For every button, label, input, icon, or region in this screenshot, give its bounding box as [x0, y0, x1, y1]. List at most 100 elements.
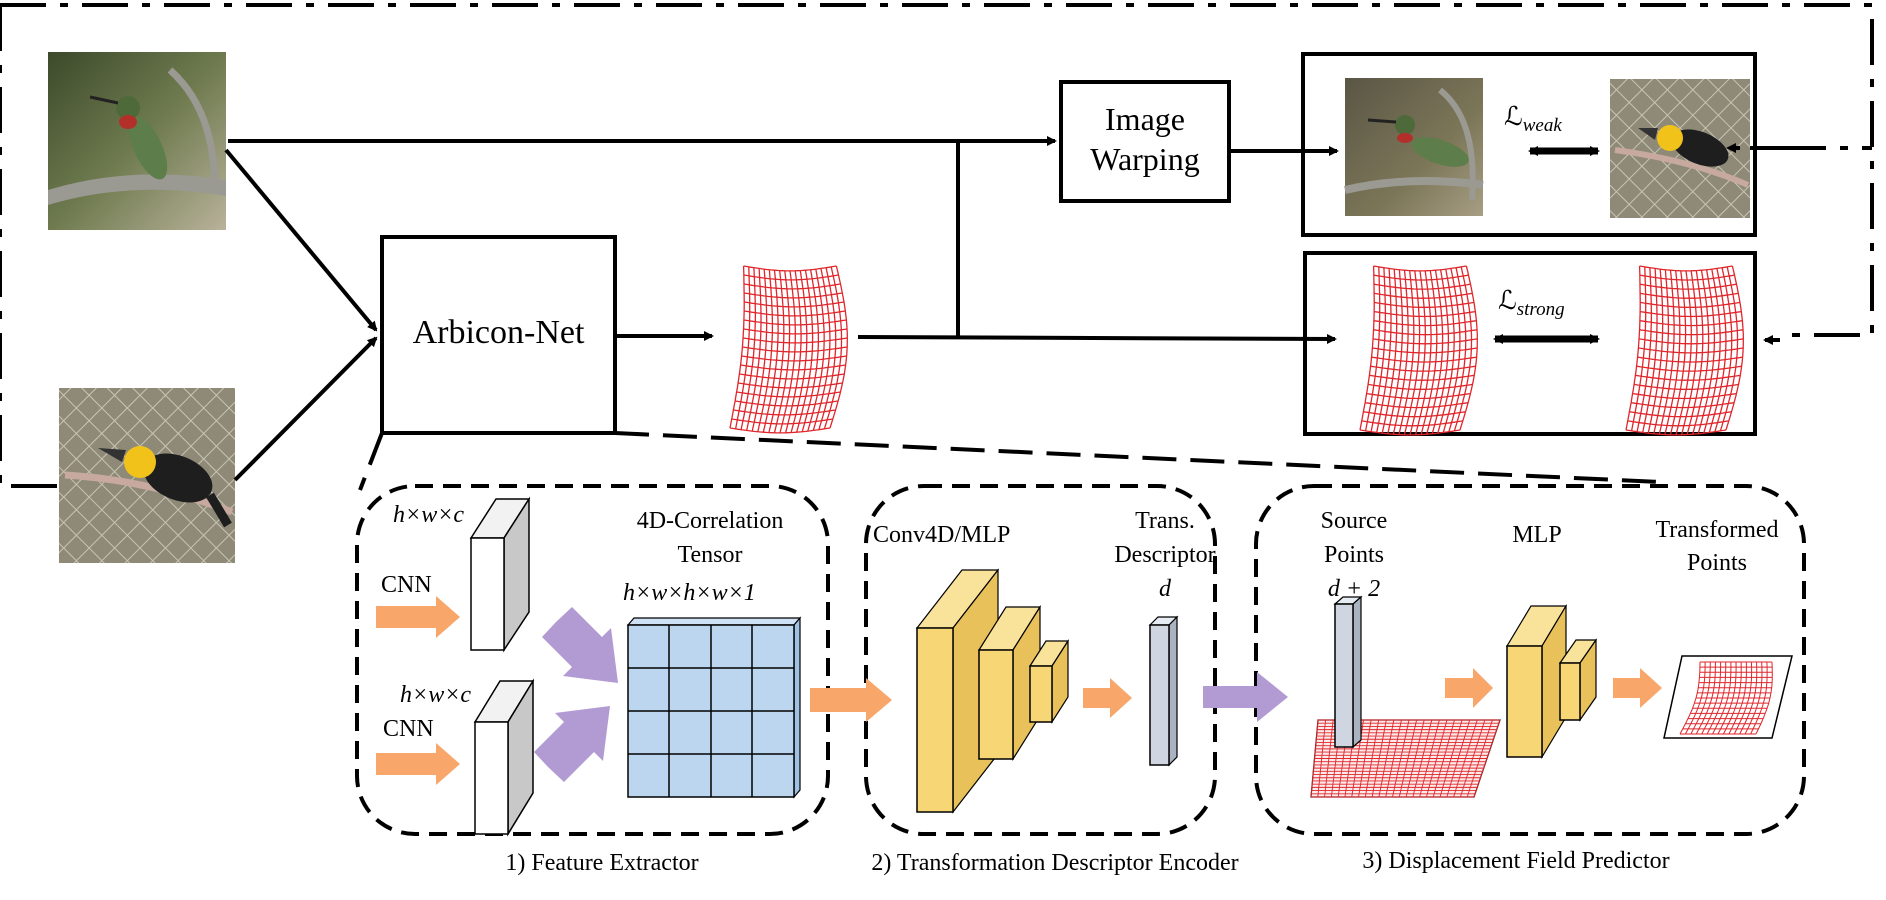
source-points-dims: d + 2 [1327, 576, 1381, 602]
source-points-line1: Source [1320, 508, 1388, 534]
image-warping-line1: Image [1105, 101, 1185, 137]
grid-line [1733, 661, 1753, 735]
arbicon-net-label: Arbicon-Net [412, 314, 585, 351]
dims-top-label: h×w×c [393, 502, 465, 528]
arbicon-net-box [380, 235, 617, 435]
transformed-points-label: Transformed Points [1655, 514, 1778, 580]
orange-arrow-source-to-mlp [1445, 668, 1493, 708]
conv4d-block-small [1028, 638, 1070, 725]
grid-line [1725, 265, 1744, 431]
grid-line [1631, 402, 1735, 409]
grid-line [1728, 661, 1747, 735]
grid-line [1473, 719, 1501, 798]
grid-line [1739, 661, 1758, 735]
grid-line [1459, 719, 1486, 798]
feedback-dash-dot-arrows [1726, 143, 1780, 345]
grid-line [1625, 429, 1727, 436]
trans-descriptor-line2: Descriptor [1114, 542, 1216, 568]
grid-line [1453, 266, 1473, 432]
transformed-points-plane [1663, 655, 1793, 739]
dims-bottom-label: h×w×c [400, 682, 472, 708]
trans-descriptor-bar [1148, 615, 1179, 767]
grid-line [731, 418, 833, 425]
descriptor-encoder-caption: 2) Transformation Descriptor Encoder [871, 850, 1239, 876]
orange-arrow-cnn-bottom [376, 743, 460, 785]
orange-arrow-mlp-to-transformed [1613, 668, 1662, 708]
source-image-hummingbird [48, 52, 226, 230]
tensor-title-line2: Tensor [677, 542, 743, 568]
grid-line [729, 265, 745, 429]
source-points-bar [1333, 595, 1363, 749]
deformation-grid-groundtruth [1625, 265, 1744, 436]
grid-line [1755, 661, 1773, 735]
grid-line [823, 266, 843, 430]
grid-line [1363, 411, 1466, 418]
conv4d-mlp-label: Conv4D/MLP [873, 522, 1011, 548]
grid-line [735, 400, 839, 407]
zoom-lines [358, 431, 1661, 491]
tensor-title: 4D-Correlation Tensor [637, 504, 784, 572]
loss-strong-label: ℒstrong [1498, 286, 1565, 321]
displacement-predictor-frame [1254, 484, 1806, 836]
correlation-tensor [626, 616, 802, 799]
image-warping-line2: Warping [1090, 141, 1200, 177]
source-points-label: Source Points d + 2 [1321, 504, 1388, 606]
grid-line [733, 409, 836, 416]
grid-line [729, 427, 831, 434]
feature-map-bottom [473, 678, 535, 837]
mlp-block-small [1558, 638, 1598, 722]
loss-strong-symbol: ℒ [1498, 286, 1517, 315]
orange-arrows [376, 596, 1662, 785]
conv4d-block-large [915, 568, 1000, 814]
orange-arrow-encoder-to-descriptor [1083, 678, 1132, 718]
grid-line [1722, 661, 1742, 735]
outer-frame [0, 3, 1874, 488]
image-warping-box [1059, 80, 1231, 203]
displacement-predictor-caption: 3) Displacement Field Predictor [1362, 848, 1670, 874]
feature-extractor-caption: 1) Feature Extractor [505, 850, 699, 876]
transformed-points-line1: Transformed [1655, 517, 1779, 543]
grid-line [818, 267, 837, 430]
grid-line [1361, 420, 1463, 427]
grid-line [1750, 661, 1768, 735]
grid-line [1359, 429, 1461, 436]
loss-weak-label: ℒweak [1504, 102, 1562, 137]
grid-line [1629, 411, 1732, 418]
grid-line [1453, 719, 1478, 798]
grid-line [1714, 267, 1733, 432]
grid-line [829, 265, 848, 429]
feature-extractor-frame [355, 484, 830, 836]
mlp-label: MLP [1512, 522, 1562, 548]
grid-line [1466, 719, 1493, 798]
source-points-line2: Points [1323, 542, 1385, 568]
target-image-toucan [59, 388, 235, 563]
tensor-dims-label: h×w×h×w×1 [623, 580, 756, 606]
grid-line [1459, 265, 1478, 431]
cnn-top-label: CNN [381, 572, 432, 598]
purple-arrow-bottom [534, 706, 610, 782]
loss-strong-subscript: strong [1516, 299, 1565, 321]
tensor-title-line1: 4D-Correlation [636, 508, 784, 534]
trans-descriptor-line1: Trans. [1135, 508, 1195, 534]
grid-line [1365, 402, 1469, 409]
purple-arrow-descriptor-to-source [1203, 672, 1288, 722]
warped-image [1344, 78, 1484, 216]
grid-line [1448, 267, 1467, 432]
trans-descriptor-symbol: d [1158, 576, 1171, 602]
mlp-block-large [1505, 603, 1568, 760]
loss-weak-symbol: ℒ [1504, 102, 1523, 131]
feature-map-top [469, 496, 531, 653]
pipeline-arrows [224, 136, 1600, 482]
descriptor-encoder-frame [864, 484, 1217, 836]
grid-line [743, 265, 837, 272]
deformation-grid-predicted [1359, 265, 1478, 436]
trans-descriptor-label: Trans. Descriptor d [1114, 504, 1215, 606]
cnn-bottom-label: CNN [383, 716, 434, 742]
target-image-small [1610, 79, 1750, 218]
orange-arrow-tensor-to-encoder [810, 678, 892, 722]
grid-line [1719, 266, 1739, 432]
grid-line [1627, 420, 1729, 427]
grid-line [1744, 661, 1763, 735]
purple-arrows [534, 607, 1288, 782]
